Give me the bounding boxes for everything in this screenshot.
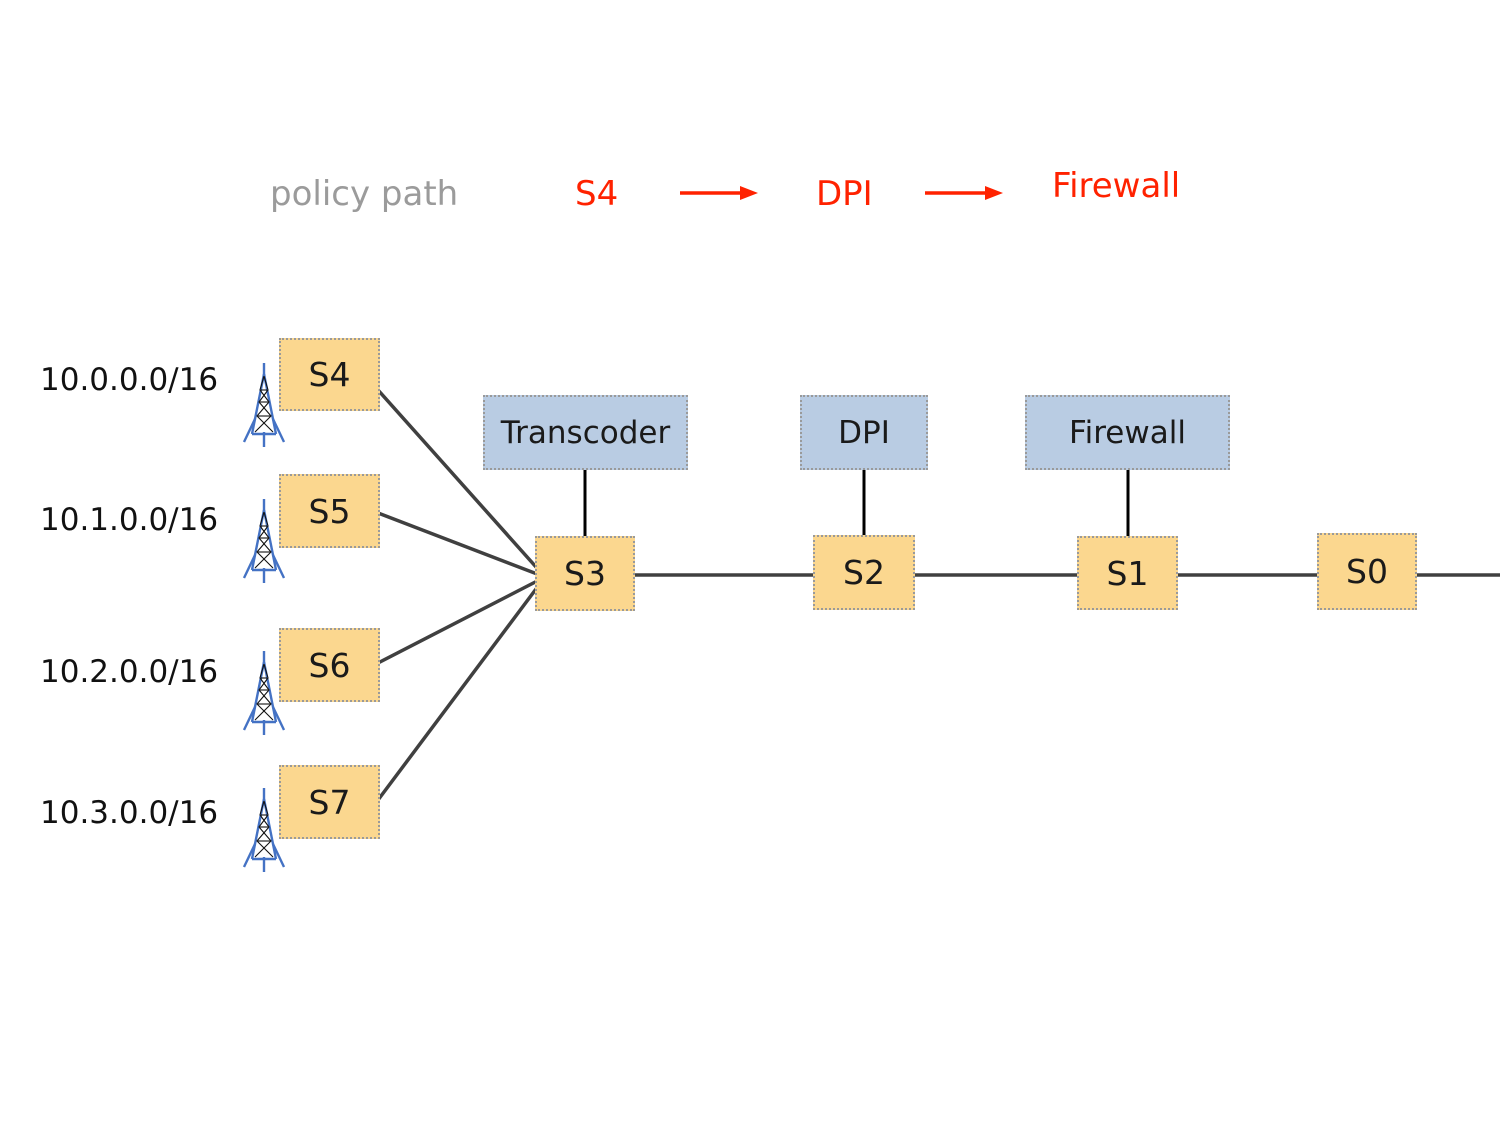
switch-node-s6: S6 [279, 628, 380, 702]
switch-node-s7: S7 [279, 765, 380, 839]
policy-step-s4: S4 [575, 174, 619, 214]
subnet-cidr-label: 10.3.0.0/16 [40, 795, 219, 831]
arrow-right-icon [678, 183, 762, 207]
policy-step-dpi: DPI [816, 174, 873, 214]
policy-path-label: policy path [270, 174, 459, 214]
switch-node-s1: S1 [1077, 536, 1178, 610]
switch-node-s0: S0 [1317, 533, 1417, 610]
subnet-cidr-label: 10.2.0.0/16 [40, 654, 219, 690]
switch-node-s3: S3 [535, 536, 635, 611]
radio-tower-icon [240, 362, 288, 454]
subnet-cidr-label: 10.0.0.0/16 [40, 362, 219, 398]
policy-step-firewall: Firewall [1052, 166, 1181, 206]
arrow-right-icon [923, 183, 1007, 207]
middlebox-transcoder: Transcoder [483, 395, 688, 470]
switch-node-s4: S4 [279, 338, 380, 411]
middlebox-firewall: Firewall [1025, 395, 1230, 470]
switch-node-s2: S2 [813, 535, 915, 610]
radio-tower-icon [240, 787, 288, 879]
subnet-cidr-label: 10.1.0.0/16 [40, 502, 219, 538]
radio-tower-icon [240, 650, 288, 742]
switch-node-s5: S5 [279, 474, 380, 548]
radio-tower-icon [240, 498, 288, 590]
middlebox-dpi: DPI [800, 395, 928, 470]
